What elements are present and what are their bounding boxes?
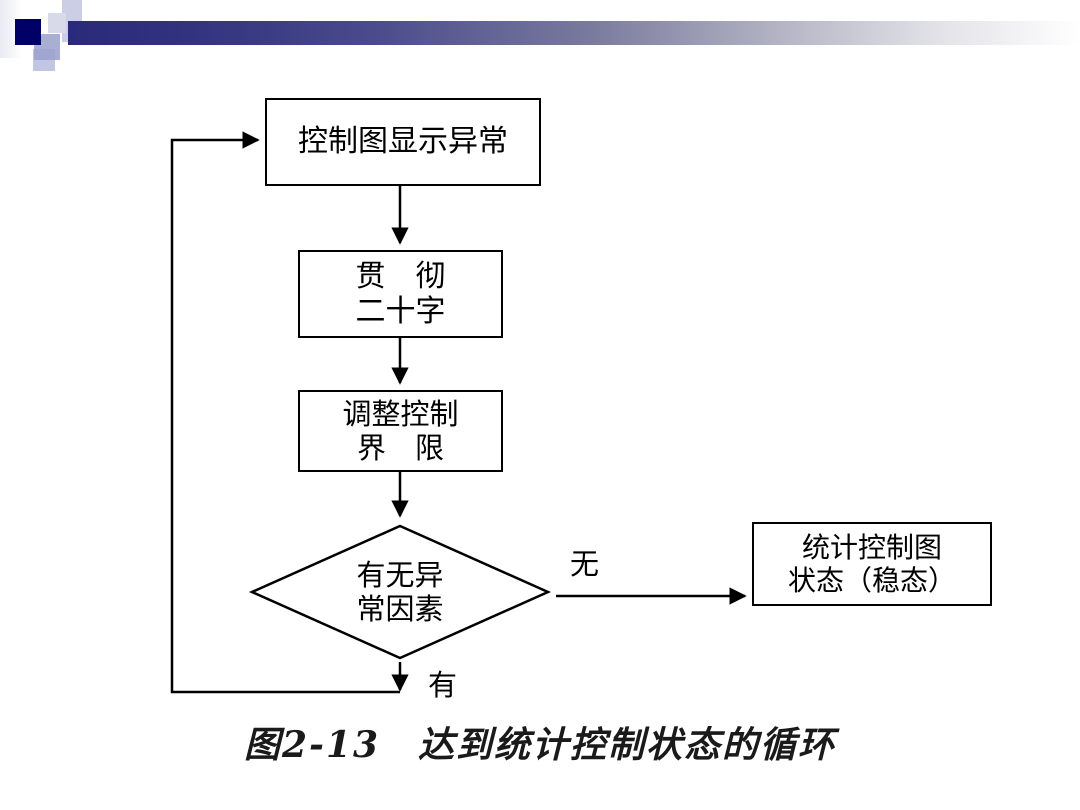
edge-label-yes: 有 xyxy=(428,668,458,702)
diamond-shape-icon xyxy=(248,524,552,660)
flow-node-decision[interactable]: 有无异 常因素 xyxy=(248,522,552,662)
header-gradient-bar xyxy=(68,21,1080,45)
flow-node-decision-label: 有无异 常因素 xyxy=(248,522,552,662)
flow-node-slogan[interactable]: 贯 彻 二十字 xyxy=(298,250,503,338)
figure-caption: 图2-13 达到统计控制状态的循环 xyxy=(243,724,837,766)
flow-node-alarm[interactable]: 控制图显示异常 xyxy=(265,98,541,186)
header-square-dark xyxy=(15,19,41,45)
flow-node-result-line-2: 状态（稳态） xyxy=(787,564,956,597)
flow-node-result-line-1: 统计控制图 xyxy=(801,530,942,564)
header-square-pale xyxy=(48,13,66,33)
flow-node-slogan-line-2: 二十字 xyxy=(355,294,446,329)
flow-node-alarm-line-1: 控制图显示异常 xyxy=(298,124,508,160)
flow-node-decision-line-1: 有无异 xyxy=(356,557,444,592)
flow-node-adjust-line-1: 调整控制 xyxy=(342,396,459,431)
flow-node-result-stable-state[interactable]: 统计控制图 状态（稳态） xyxy=(752,522,992,606)
slide-header-decoration xyxy=(0,0,1080,80)
edge-label-no: 无 xyxy=(570,547,600,581)
flow-node-adjust-limits[interactable]: 调整控制 界 限 xyxy=(298,390,503,472)
flow-node-decision-line-2: 常因素 xyxy=(356,592,444,626)
flow-node-adjust-line-2: 界 限 xyxy=(356,431,444,465)
edge-feedback-to-alarm xyxy=(170,131,400,694)
flow-node-slogan-line-1: 贯 彻 xyxy=(355,258,446,294)
